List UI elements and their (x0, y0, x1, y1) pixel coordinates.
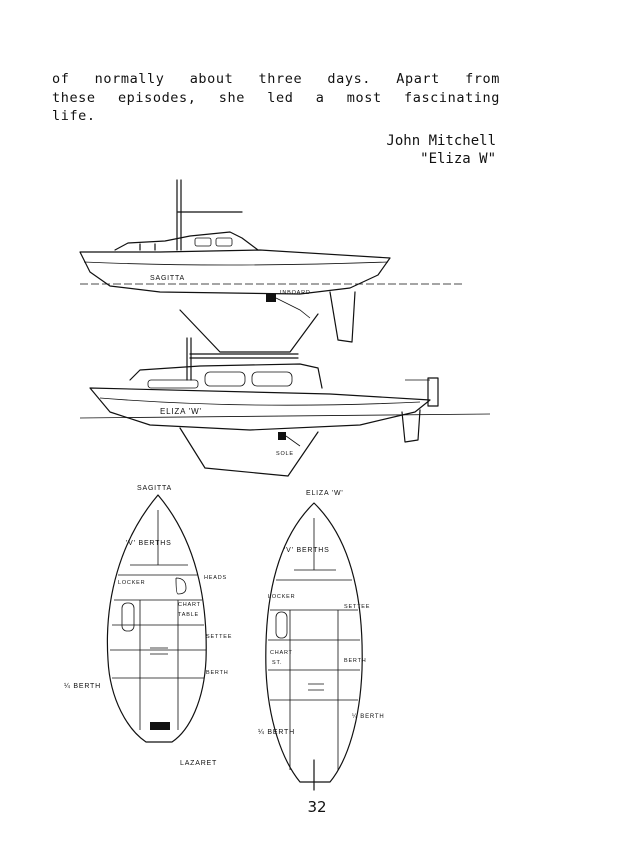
eliza-settee-label: SETTEE (344, 604, 370, 610)
eliza-hull-label: ELIZA 'W' (160, 407, 202, 416)
eliza-profile-drawing: ELIZA 'W' SOLE (79, 337, 491, 477)
eliza-plan-title: ELIZA 'W' (306, 490, 344, 497)
sagitta-table-label: TABLE (178, 612, 199, 618)
body-paragraph: of normally about three days. Apart from… (52, 70, 500, 126)
eliza-chart-label: CHART (270, 650, 293, 656)
paragraph-line: life. (52, 108, 96, 124)
eliza-quarter-berth-left-label: ¼ BERTH (258, 729, 295, 736)
paragraph-line: of normally about three days. Apart from (52, 71, 500, 87)
paragraph-line: these episodes, she led a most fascinati… (52, 89, 500, 106)
sagitta-chart-label: CHART (178, 602, 201, 608)
sagitta-lazaret-label: LAZARET (180, 760, 217, 767)
sagitta-plan-drawing: SAGITTA 'V' BERTHS LOCKER HEADS CHART TA… (64, 485, 232, 767)
page-number: 32 (307, 798, 327, 816)
sagitta-profile-drawing: SAGITTA INBOARD (79, 179, 465, 353)
eliza-plan-drawing: ELIZA 'W' 'V' BERTHS LOCKER SETTEE CHART… (258, 490, 385, 791)
sagitta-berth-label: BERTH (206, 670, 229, 676)
eliza-locker-label: LOCKER (268, 594, 295, 600)
sagitta-hull-label: SAGITTA (150, 275, 185, 282)
sagitta-heads-label: HEADS (204, 575, 227, 581)
inboard-label: INBOARD (280, 290, 311, 296)
eliza-st-label: ST. (272, 660, 282, 666)
boat-signature: "Eliza W" (420, 151, 496, 167)
eliza-quarter-berth-right-label: ¼ BERTH (352, 714, 385, 720)
sagitta-settee-label: SETTEE (206, 634, 232, 640)
sagitta-plan-title: SAGITTA (137, 485, 172, 492)
sagitta-locker-label: LOCKER (118, 580, 145, 586)
eliza-berth-label: BERTH (344, 658, 367, 664)
author-signature: John Mitchell (386, 133, 496, 149)
sagitta-v-berths-label: 'V' BERTHS (126, 540, 172, 547)
sagitta-quarter-berth-label: ¼ BERTH (64, 683, 101, 690)
sole-label: SOLE (276, 451, 294, 457)
eliza-v-berths-label: 'V' BERTHS (284, 547, 330, 554)
